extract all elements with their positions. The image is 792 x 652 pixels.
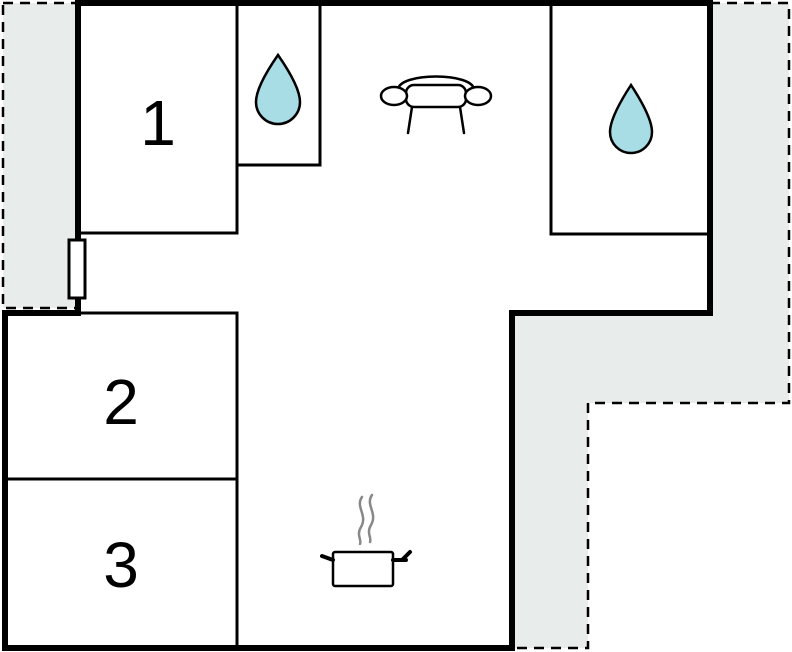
bathroom-left-outline bbox=[235, 1, 322, 167]
bathroom-right-outline bbox=[549, 1, 712, 236]
room-3-label: 3 bbox=[103, 529, 139, 601]
room-2-label: 2 bbox=[103, 366, 139, 438]
room-1-label: 1 bbox=[140, 87, 176, 159]
water-drop-icon bbox=[254, 52, 302, 126]
water-drop-icon bbox=[608, 82, 654, 155]
cooking-pot-icon bbox=[320, 493, 412, 588]
room-3-outline bbox=[3, 477, 239, 650]
house-floor bbox=[5, 3, 710, 648]
interior-walls bbox=[3, 1, 712, 650]
door-left bbox=[67, 238, 87, 300]
sofa-icon bbox=[379, 75, 493, 135]
terrace-left bbox=[1, 1, 80, 310]
